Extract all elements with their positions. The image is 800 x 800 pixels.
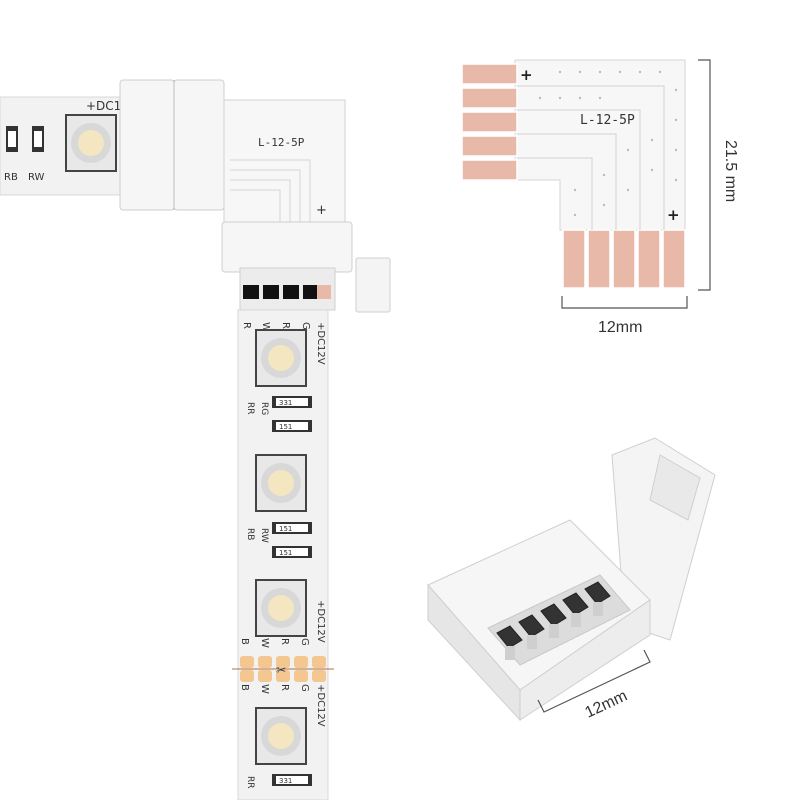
cut-pin-label: B <box>239 638 250 645</box>
plus-icon: + <box>316 203 327 218</box>
height-dimension <box>698 59 711 291</box>
pin-label: R <box>241 322 252 329</box>
cut-pin-label: B <box>239 684 250 691</box>
width-dimension-label: 12mm <box>598 319 642 336</box>
strip-h-resistor-label: RB <box>4 172 18 183</box>
resistor-code: 151 <box>279 423 292 431</box>
plus-icon: + <box>520 66 533 84</box>
top-connector-housing <box>221 221 391 313</box>
pin-label: R <box>280 322 291 329</box>
height-dimension-label: 21.5 mm <box>722 140 739 202</box>
pin-label: W <box>260 322 271 332</box>
vertical-led-strip: R W R G +DC12V 331 151 RR RG 151 151 RB … <box>232 309 334 800</box>
l-connector-board: L-12-5P + <box>223 99 346 226</box>
cut-pin-label: +DC12V <box>315 684 326 727</box>
cut-pin-label: R <box>279 684 290 691</box>
resistor-label: RG <box>259 402 269 415</box>
strip-h-top-label: +DC1 <box>86 99 121 113</box>
cut-pin-label: W <box>259 684 270 694</box>
pin-label: +DC12V <box>315 322 326 365</box>
plus-icon: + <box>667 206 680 224</box>
resistor-code: 151 <box>279 525 292 533</box>
resistor-code: 331 <box>279 777 292 785</box>
left-connector-housing <box>119 79 225 211</box>
cut-pin-label: R <box>279 638 290 645</box>
cut-pin-label: +DC12V <box>315 600 326 643</box>
horizontal-led-strip: +DC1 RB RW <box>0 96 141 196</box>
strip-h-resistor-label: RW <box>28 172 45 183</box>
width-dimension <box>561 296 688 309</box>
resistor-code: 331 <box>279 399 292 407</box>
resistor-label: RW <box>259 528 269 543</box>
open-connector-photo <box>427 437 716 722</box>
cut-pin-label: G <box>299 684 310 692</box>
connector-width-dimension <box>537 649 651 713</box>
resistor-label: RR <box>245 776 255 789</box>
board-label: L-12-5P <box>258 136 305 149</box>
resistor-label: RB <box>245 528 255 540</box>
diagram-board-label: L-12-5P <box>580 113 635 128</box>
pin-label: G <box>300 322 311 330</box>
connector-width-label: 12mm <box>583 687 630 721</box>
resistor-code: 151 <box>279 549 292 557</box>
scissors-icon: ✂ <box>276 663 286 677</box>
cut-pin-label: W <box>259 638 270 648</box>
l-board-diagram: + + L-12-5P <box>461 59 686 289</box>
cut-pin-label: G <box>299 638 310 646</box>
resistor-label: RR <box>245 402 255 415</box>
